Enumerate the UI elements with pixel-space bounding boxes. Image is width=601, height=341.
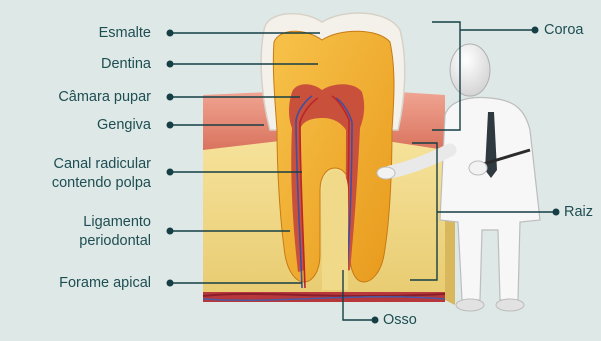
label-enamel: Esmalte [99, 25, 151, 41]
label-crown: Coroa [544, 22, 584, 38]
label-gum: Gengiva [97, 117, 151, 133]
label-bone: Osso [383, 312, 417, 328]
label-dentin: Dentina [101, 56, 151, 72]
label-apical-foramen: Forame apical [59, 275, 151, 291]
label-root-canal-line2: contendo polpa [52, 175, 151, 191]
label-ligament-line1: Ligamento [83, 214, 151, 230]
label-root: Raiz [564, 204, 593, 220]
label-root-canal-line1: Canal radicular [53, 156, 151, 172]
label-pulp-chamber: Câmara pupar [58, 89, 151, 105]
inter-root-bone [322, 170, 348, 290]
label-ligament-line2: periodontal [79, 233, 151, 249]
